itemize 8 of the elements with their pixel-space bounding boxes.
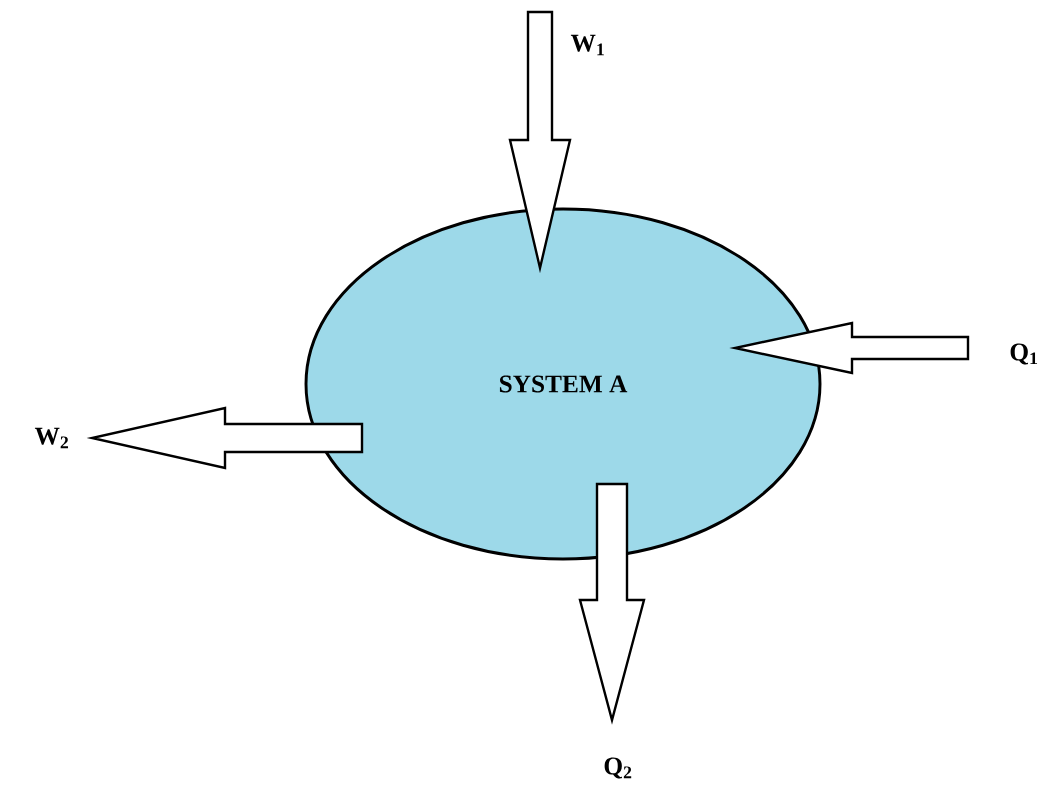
block-arrow — [508, 10, 572, 274]
quantity-label: W$_{1}$ — [570, 34, 604, 56]
quantity-label: W$_{2}$ — [34, 427, 68, 449]
block-arrow — [86, 406, 364, 470]
quantity-label: Q$_{2}$ — [604, 757, 632, 779]
block-arrow — [729, 321, 970, 375]
block-arrow — [578, 482, 646, 725]
quantity-label: Q$_{1}$ — [1010, 343, 1038, 365]
